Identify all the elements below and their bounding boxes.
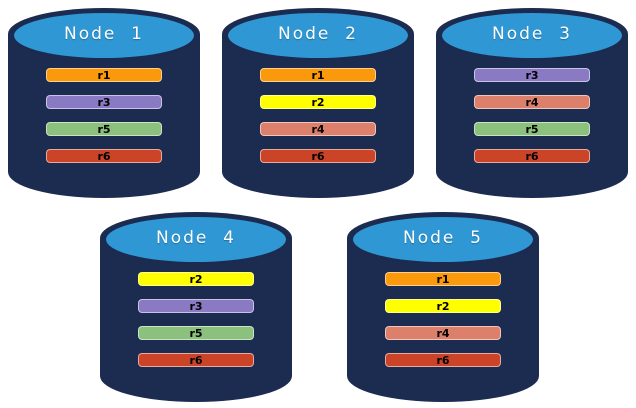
partition-bar-r4: r4 — [474, 95, 590, 109]
partition-list: r1 r2 r4 r6 — [385, 272, 501, 367]
partition-label: r3 — [97, 95, 111, 109]
partition-label: r5 — [97, 122, 111, 136]
partition-label: r1 — [97, 68, 111, 82]
partition-bar-r1: r1 — [260, 68, 376, 82]
partition-bar-r4: r4 — [260, 122, 376, 136]
db-node-4: Node 4 r2 r3 r5 r6 — [100, 212, 292, 402]
partition-label: r4 — [436, 326, 450, 340]
partition-bar-r4: r4 — [385, 326, 501, 340]
partition-label: r6 — [97, 149, 111, 163]
cylinder-top-ellipse — [440, 11, 624, 60]
node-title: Node 4 — [156, 228, 236, 248]
partition-label: r6 — [525, 149, 539, 163]
partition-label: r6 — [436, 353, 450, 367]
partition-bar-r2: r2 — [385, 299, 501, 313]
partition-label: r5 — [525, 122, 539, 136]
partition-list: r1 r3 r5 r6 — [46, 68, 162, 163]
partition-bar-r6: r6 — [260, 149, 376, 163]
cylinder-top-ellipse — [351, 215, 535, 264]
db-node-2: Node 2 r1 r2 r4 r6 — [222, 8, 414, 198]
partition-bar-r3: r3 — [138, 299, 254, 313]
partition-label: r2 — [436, 299, 450, 313]
partition-bar-r5: r5 — [138, 326, 254, 340]
cylinder-top-ellipse — [226, 11, 410, 60]
cylinder-top-ellipse — [12, 11, 196, 60]
node-title: Node 3 — [492, 24, 572, 44]
db-node-3: Node 3 r3 r4 r5 r6 — [436, 8, 628, 198]
db-node-5: Node 5 r1 r2 r4 r6 — [347, 212, 539, 402]
partition-label: r6 — [311, 149, 325, 163]
partition-bar-r3: r3 — [474, 68, 590, 82]
partition-label: r6 — [189, 353, 203, 367]
cylinder-top-ellipse — [104, 215, 288, 264]
partition-list: r1 r2 r4 r6 — [260, 68, 376, 163]
node-title: Node 1 — [64, 24, 144, 44]
partition-bar-r2: r2 — [260, 95, 376, 109]
db-node-1: Node 1 r1 r3 r5 r6 — [8, 8, 200, 198]
partition-bar-r6: r6 — [46, 149, 162, 163]
partition-label: r4 — [311, 122, 325, 136]
partition-bar-r1: r1 — [385, 272, 501, 286]
partition-bar-r2: r2 — [138, 272, 254, 286]
partition-bar-r5: r5 — [46, 122, 162, 136]
partition-label: r1 — [436, 272, 450, 286]
partition-label: r4 — [525, 95, 539, 109]
partition-bar-r3: r3 — [46, 95, 162, 109]
partition-label: r2 — [311, 95, 325, 109]
partition-label: r2 — [189, 272, 203, 286]
node-title: Node 5 — [403, 228, 483, 248]
partition-bar-r1: r1 — [46, 68, 162, 82]
partition-list: r3 r4 r5 r6 — [474, 68, 590, 163]
partition-label: r3 — [189, 299, 203, 313]
partition-bar-r5: r5 — [474, 122, 590, 136]
partition-label: r3 — [525, 68, 539, 82]
partition-label: r1 — [311, 68, 325, 82]
partition-bar-r6: r6 — [385, 353, 501, 367]
partition-label: r5 — [189, 326, 203, 340]
partition-bar-r6: r6 — [474, 149, 590, 163]
node-title: Node 2 — [278, 24, 358, 44]
partition-list: r2 r3 r5 r6 — [138, 272, 254, 367]
partition-bar-r6: r6 — [138, 353, 254, 367]
